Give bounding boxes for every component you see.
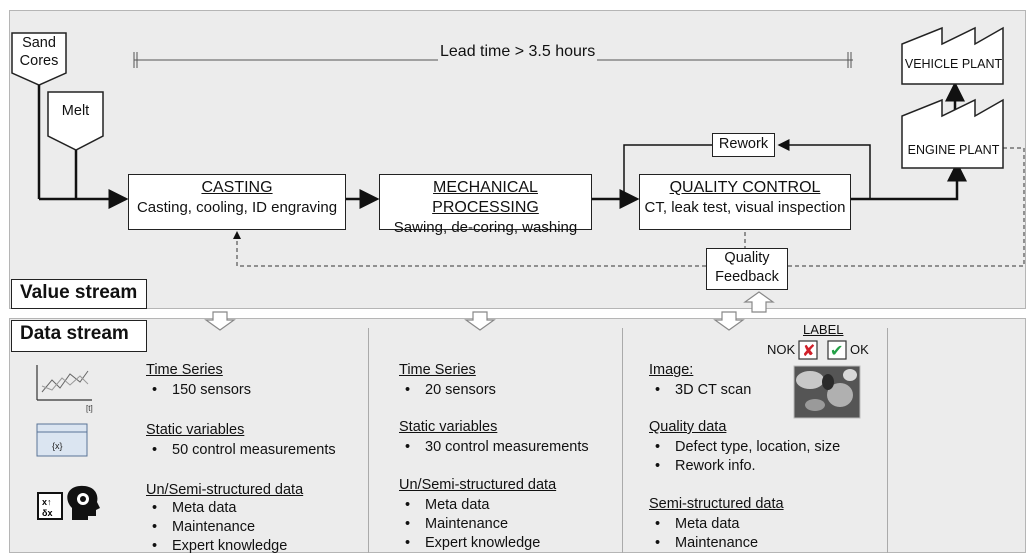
engine-plant-shape xyxy=(901,98,1004,169)
list-item: 50 control measurements xyxy=(146,441,336,460)
structured-data-icon: x↑ δx xyxy=(37,492,63,520)
down-arrow-1 xyxy=(204,311,236,331)
rework-box: Rework xyxy=(712,133,775,157)
list-item: Defect type, location, size xyxy=(649,438,840,457)
svg-text:x↑: x↑ xyxy=(42,497,52,507)
vehicle-plant-shape xyxy=(901,26,1004,85)
col1-unstructured-heading: Un/Semi-structured data xyxy=(146,482,304,498)
quality-control-title: QUALITY CONTROL xyxy=(669,179,821,196)
column-divider-2 xyxy=(622,328,623,553)
col2-unstructured-list: Meta data Maintenance Expert knowledge xyxy=(399,496,540,553)
melt-label: Melt xyxy=(61,103,90,119)
col3-image-heading: Image: xyxy=(649,362,694,378)
col1-unstructured-list: Meta data Maintenance Expert knowledge xyxy=(146,499,287,556)
up-arrow xyxy=(743,291,775,313)
col3-quality-heading: Quality data xyxy=(649,419,727,435)
col3-quality-list: Defect type, location, size Rework info. xyxy=(649,438,840,476)
casting-subtitle: Casting, cooling, ID engraving xyxy=(136,199,338,216)
list-item: Maintenance xyxy=(146,518,287,537)
vehicle-plant-label: VEHICLE PLANT xyxy=(904,57,1003,71)
col2-static-heading: Static variables xyxy=(399,419,498,435)
col2-time-series-list: 20 sensors xyxy=(399,381,496,400)
time-series-chart-icon: [t] xyxy=(36,365,93,413)
column-divider-3 xyxy=(887,328,888,553)
list-item: 30 control measurements xyxy=(399,438,589,457)
nok-label: NOK xyxy=(767,342,796,357)
svg-text:δx: δx xyxy=(42,508,52,518)
value-stream-label: Value stream xyxy=(11,279,147,309)
list-item: Meta data xyxy=(146,499,287,518)
casting-box: CASTING Casting, cooling, ID engraving xyxy=(128,174,346,230)
down-arrow-2 xyxy=(464,311,496,331)
label-legend-title: LABEL xyxy=(803,322,844,337)
quality-feedback-box: Quality Feedback xyxy=(706,248,788,290)
col1-time-series-list: 150 sensors xyxy=(146,381,251,400)
col2-unstructured-heading: Un/Semi-structured data xyxy=(399,477,557,493)
ok-label: OK xyxy=(850,342,869,357)
mechanical-processing-box: MECHANICAL PROCESSING Sawing, de-coring,… xyxy=(379,174,592,236)
list-item: Rework info. xyxy=(649,457,840,476)
down-arrow-3 xyxy=(713,311,745,331)
col3-image-list: 3D CT scan xyxy=(649,381,751,400)
ok-icon: ✔ xyxy=(827,340,847,360)
list-item: Maintenance xyxy=(399,515,540,534)
svg-text:✔: ✔ xyxy=(830,341,843,360)
quality-control-subtitle: CT, leak test, visual inspection xyxy=(644,199,846,216)
column-divider-1 xyxy=(368,328,369,553)
data-stream-label: Data stream xyxy=(11,320,147,352)
engine-plant-label: ENGINE PLANT xyxy=(907,143,1000,157)
col1-static-heading: Static variables xyxy=(146,422,245,438)
svg-text:{x}: {x} xyxy=(52,441,63,451)
svg-text:[t]: [t] xyxy=(86,404,93,413)
mechanical-processing-title: MECHANICAL PROCESSING xyxy=(432,179,539,216)
list-item: Meta data xyxy=(399,496,540,515)
list-item: Meta data xyxy=(649,515,758,534)
lead-time-label: Lead time > 3.5 hours xyxy=(438,43,598,61)
expert-head-gear-icon xyxy=(67,485,100,520)
list-item: Expert knowledge xyxy=(146,537,287,556)
melt-shape xyxy=(47,91,104,151)
casting-title: CASTING xyxy=(201,179,273,196)
col2-static-list: 30 control measurements xyxy=(399,438,589,457)
sand-cores-shape xyxy=(11,32,67,86)
svg-text:✘: ✘ xyxy=(802,341,815,360)
col2-time-series-heading: Time Series xyxy=(399,362,476,378)
col3-semi-list: Meta data Maintenance xyxy=(649,515,758,553)
sand-cores-label: Sand Cores xyxy=(19,35,59,69)
col3-semi-heading: Semi-structured data xyxy=(649,496,784,512)
list-item: 3D CT scan xyxy=(649,381,751,400)
list-item: 150 sensors xyxy=(146,381,251,400)
list-item: Expert knowledge xyxy=(399,534,540,553)
list-item: 20 sensors xyxy=(399,381,496,400)
mechanical-processing-subtitle: Sawing, de-coring, washing xyxy=(393,219,578,236)
col1-time-series-heading: Time Series xyxy=(146,362,223,378)
quality-control-box: QUALITY CONTROL CT, leak test, visual in… xyxy=(639,174,851,230)
list-item: Maintenance xyxy=(649,534,758,553)
ct-scan-image xyxy=(793,365,861,419)
col1-static-list: 50 control measurements xyxy=(146,441,336,460)
static-variable-icon: {x} xyxy=(36,423,88,457)
nok-icon: ✘ xyxy=(798,340,818,360)
